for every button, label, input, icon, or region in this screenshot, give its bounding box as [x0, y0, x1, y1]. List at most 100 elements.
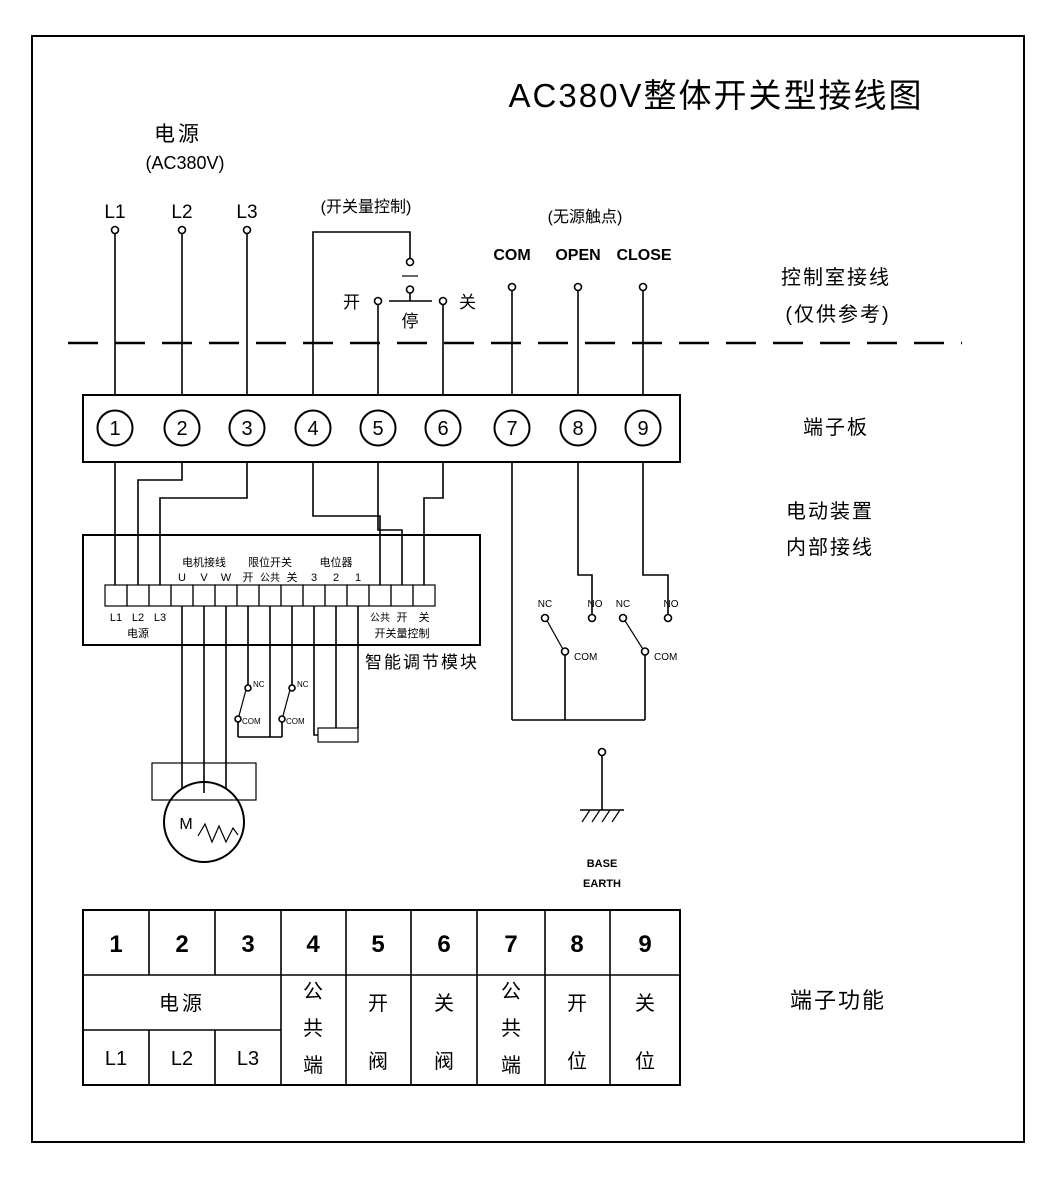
table-num-2: 2 [175, 931, 188, 958]
limit-a-nc-label: NC [253, 680, 265, 689]
table-l3: L3 [237, 1048, 259, 1070]
limit-switches: NC NC COM COM [234, 606, 309, 738]
limit-a-com-contact [234, 715, 242, 723]
control-room-label-2: (仅供参考) [785, 303, 890, 326]
limit-b-com-contact [278, 715, 286, 723]
l2-terminal-dot [177, 225, 187, 235]
terminal-6 [424, 409, 462, 447]
module-pot-group-label: 电位器 [320, 555, 353, 569]
limit-b-nc-label: NC [297, 680, 309, 689]
ground-label-earth: EARTH [583, 878, 621, 890]
limit-b-lever [282, 690, 291, 716]
table-num-5: 5 [371, 931, 384, 958]
feedback-switches: NC NO NC NO COM COM [512, 599, 679, 721]
internal-wiring-label-2: 内部接线 [786, 536, 874, 559]
feedback-a-nc-contact [540, 613, 550, 623]
feedback-a-nc-label: NC [538, 599, 552, 610]
terminal-function-label: 端子功能 [790, 988, 886, 1013]
table-num-9: 9 [638, 931, 651, 958]
terminal-5-number: 5 [372, 418, 383, 440]
switch-control-circuit: (开关量控制) 开 停 关 [312, 198, 476, 395]
terminal-2-number: 2 [176, 418, 187, 440]
feedback-a-lever [546, 620, 564, 650]
limit-a-com-label: COM [242, 717, 261, 726]
module-term-l1: L1 [110, 612, 122, 624]
feedback-a-no-label: NO [588, 599, 603, 610]
module-term-u: U [178, 572, 186, 584]
terminal-board-outline [82, 394, 681, 463]
terminal-8-number: 8 [572, 418, 583, 440]
close-button-contact [438, 296, 448, 306]
terminal-5 [359, 409, 397, 447]
close-label: CLOSE [616, 247, 671, 264]
diagram-title: AC380V整体开关型接线图 [509, 77, 924, 114]
table-fn5-char1: 开 [368, 993, 388, 1015]
phase-l2-label: L2 [171, 202, 192, 223]
stop-button-label: 停 [402, 312, 419, 331]
motor-winding-symbol [197, 822, 239, 844]
module-motor-group-label: 电机接线 [182, 555, 226, 569]
module-limit-group-label: 限位开关 [248, 555, 292, 569]
open-label: OPEN [555, 247, 600, 264]
terminal-7 [493, 409, 531, 447]
module-term-pot-2: 2 [333, 572, 339, 584]
com-label: COM [493, 247, 530, 264]
potentiometer [313, 606, 359, 743]
feedback-b-no-contact [663, 613, 673, 623]
module-term-limit-open: 开 [243, 572, 254, 584]
open-button-contact [373, 296, 383, 306]
ground-terminal-dot [597, 747, 607, 757]
terminal-1 [96, 409, 134, 447]
feedback-b-nc-contact [618, 613, 628, 623]
module-term-io-close: 关 [419, 610, 430, 624]
table-fn6-char2: 阀 [434, 1050, 454, 1073]
incoming-power-wires [110, 225, 252, 395]
module-terminal-strip [104, 584, 436, 607]
control-room-label-1: 控制室接线 [781, 266, 891, 289]
module-term-w: W [221, 572, 232, 584]
open-terminal-dot [573, 282, 583, 292]
table-num-7: 7 [504, 931, 517, 958]
terminal-7-number: 7 [506, 418, 517, 440]
terminal-3-number: 3 [241, 418, 252, 440]
power-source-labels: 电源 (AC380V) L1 L2 L3 [104, 123, 257, 223]
terminal-board: 1 2 3 4 5 6 7 8 9 [82, 394, 681, 463]
close-terminal-dot [638, 282, 648, 292]
terminal-board-label: 端子板 [803, 416, 869, 439]
feedback-a-no-contact [587, 613, 597, 623]
diagram-frame [31, 35, 1025, 1143]
switch-control-label: (开关量控制) [321, 198, 412, 216]
module-term-v: V [200, 572, 208, 584]
feedback-b-nc-label: NC [616, 599, 630, 610]
com-terminal-dot [507, 282, 517, 292]
module-io-label: 开关量控制 [375, 626, 430, 640]
module-term-io-common: 公共 [370, 612, 390, 624]
feedback-b-lever [624, 620, 644, 650]
terminal-9 [624, 409, 662, 447]
module-term-pot-3: 3 [311, 572, 317, 584]
table-fn7-char2: 共 [501, 1017, 521, 1040]
table-power-label: 电源 [159, 992, 205, 1015]
table-num-3: 3 [241, 931, 254, 958]
earth-ground: BASE EARTH [580, 747, 624, 890]
table-fn4-char3: 端 [303, 1054, 323, 1077]
table-num-6: 6 [437, 931, 450, 958]
power-label: 电源 [154, 123, 202, 146]
table-fn4-char2: 共 [303, 1017, 323, 1040]
table-num-8: 8 [570, 931, 583, 958]
motor-label: M [179, 816, 192, 833]
terminal-3 [228, 409, 266, 447]
table-fn7-char3: 端 [501, 1054, 521, 1077]
terminal-2 [163, 409, 201, 447]
feedback-b-no-label: NO [664, 599, 679, 610]
table-fn4-char1: 公 [303, 981, 323, 1003]
table-fn8-char2: 位 [567, 1050, 587, 1073]
side-annotations: 控制室接线 (仅供参考) 端子板 电动装置 内部接线 端子功能 [781, 266, 891, 1013]
l3-terminal-dot [242, 225, 252, 235]
table-fn6-char1: 关 [434, 992, 454, 1015]
l1-terminal-dot [110, 225, 120, 235]
function-table-outline [82, 909, 681, 1086]
table-l1: L1 [105, 1048, 127, 1070]
regulating-module: 电机接线 限位开关 电位器 U V W 开 公共 关 3 2 1 [82, 534, 481, 646]
